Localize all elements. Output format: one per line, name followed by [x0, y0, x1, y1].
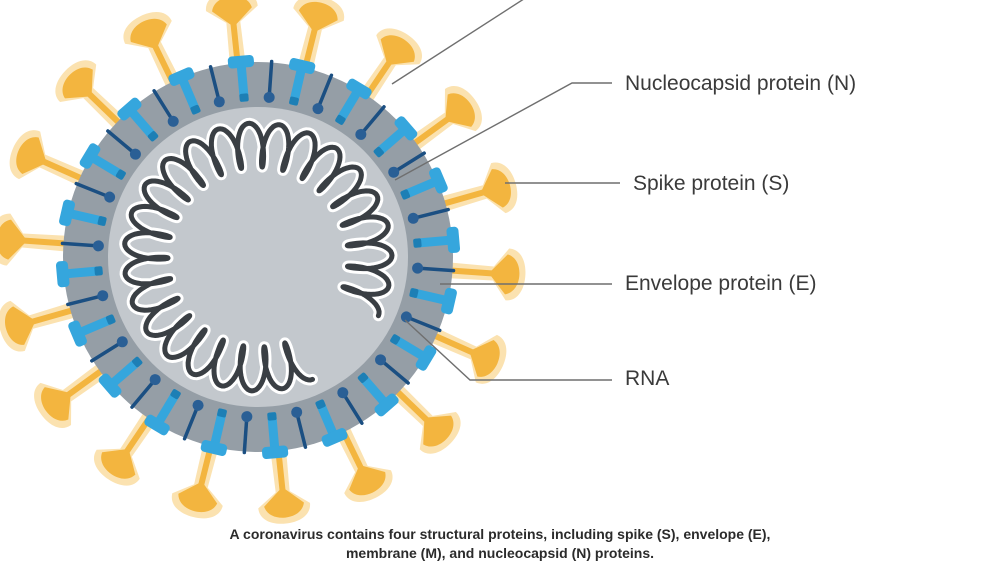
label-rna: RNA [625, 367, 670, 390]
envelope-protein [90, 336, 128, 363]
envelope-protein [375, 354, 410, 385]
label-leader-lines [391, 0, 620, 381]
spike-protein [206, 0, 258, 74]
membrane-protein [409, 287, 457, 315]
label-spike-protein: Spike protein (S) [633, 172, 790, 195]
spike-protein [0, 213, 75, 266]
spike-protein [331, 419, 393, 502]
membrane-protein [373, 116, 418, 158]
spike-protein [9, 130, 93, 190]
spike-protein [293, 0, 345, 80]
membrane-protein [315, 399, 348, 447]
membrane-protein [168, 67, 201, 115]
spike-protein [354, 28, 423, 109]
membrane-protein [117, 97, 159, 142]
membrane-protein [200, 408, 228, 456]
spike-protein [55, 60, 131, 135]
envelope-protein [337, 387, 364, 425]
membrane-protein [79, 143, 126, 180]
envelope-protein [412, 262, 456, 274]
spike-protein [0, 300, 83, 352]
envelope-protein [60, 240, 104, 252]
envelope-protein [152, 89, 179, 127]
envelope-protein [312, 73, 334, 115]
membrane-protein [55, 260, 103, 288]
spike-protein [402, 86, 482, 155]
label-nucleocapsid-protein: Nucleocapsid protein (N) [625, 72, 857, 95]
leader-nucleocapsid [394, 82, 612, 181]
leader-membrane [391, 0, 524, 85]
spike-protein [385, 379, 461, 454]
spike-protein [423, 324, 507, 384]
envelope-protein [263, 59, 275, 103]
envelope-protein [291, 406, 308, 449]
envelope-protein [182, 399, 204, 441]
membrane-protein [390, 334, 437, 371]
membrane-protein [98, 356, 143, 398]
spike-protein [258, 440, 310, 524]
membrane-protein [144, 389, 181, 436]
caption-line-1: A coronavirus contains four structural p… [229, 526, 771, 542]
membrane-protein-group [55, 54, 461, 460]
membrane-protein [335, 78, 372, 125]
envelope-protein [130, 374, 161, 409]
envelope-protein [74, 181, 116, 203]
label-envelope-protein: Envelope protein (E) [625, 272, 817, 295]
membrane-protein [68, 314, 116, 347]
membrane-protein [59, 199, 107, 227]
spike-protein [34, 359, 114, 428]
spike-protein [171, 434, 223, 519]
envelope-protein [400, 311, 442, 333]
envelope-protein [388, 151, 426, 178]
envelope-protein [407, 207, 450, 224]
membrane-protein [288, 58, 316, 106]
spike-protein [433, 162, 518, 214]
membrane-protein [413, 226, 461, 254]
spike-protein [93, 405, 162, 486]
membrane-protein [357, 372, 399, 417]
envelope-protein [241, 411, 253, 455]
rna-strand [122, 120, 395, 394]
spike-protein [123, 12, 185, 95]
envelope-protein [208, 65, 225, 108]
membrane-protein [261, 412, 289, 460]
envelope-protein-group [60, 59, 456, 455]
leader-rna [404, 319, 612, 381]
envelope-protein [355, 105, 386, 140]
spike-protein-group [0, 0, 526, 524]
membrane-protein [400, 167, 448, 200]
envelope-protein [66, 290, 109, 307]
envelope-protein [106, 129, 141, 160]
caption-line-2: membrane (M), and nucleocapsid (N) prote… [345, 545, 655, 561]
membrane-protein [227, 54, 255, 102]
